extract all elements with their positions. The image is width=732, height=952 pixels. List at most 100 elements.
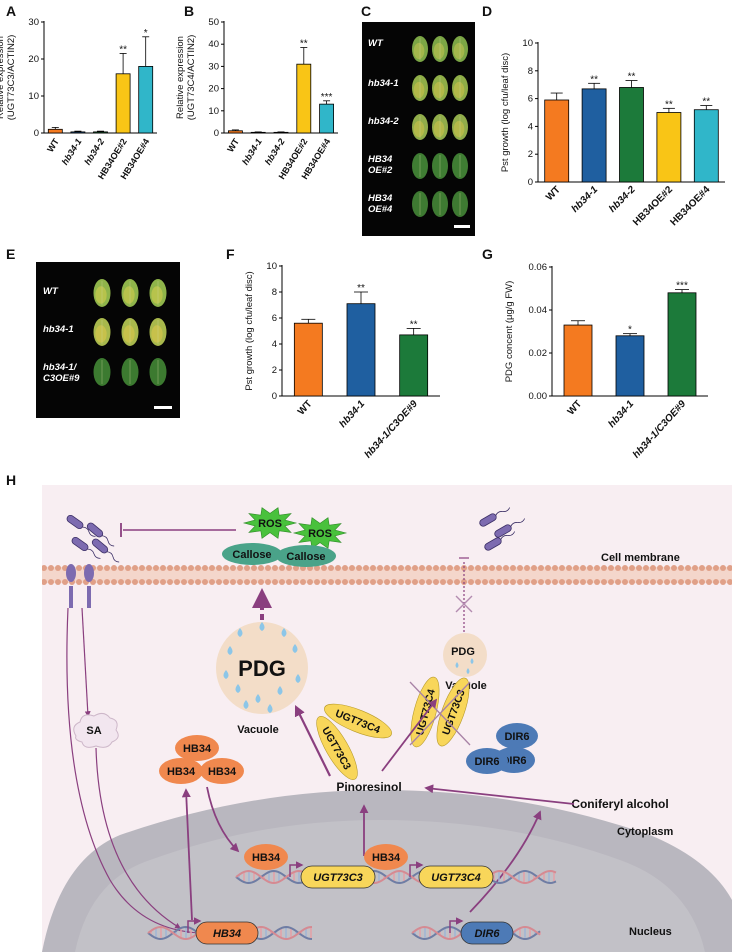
y-axis-label: Pst growth (log cfu/leaf disc): [244, 271, 255, 390]
lipid-head: [272, 579, 278, 585]
callose-node-1: [222, 543, 282, 565]
lipid-head: [139, 565, 145, 571]
receptor-stem: [87, 586, 91, 608]
lipid-head: [538, 565, 544, 571]
arrow-receptor-sa: [81, 607, 91, 718]
lipid-head: [237, 579, 243, 585]
bacterium-body: [494, 524, 512, 538]
lipid-head: [650, 565, 656, 571]
bacterium-flagellum: [510, 518, 526, 527]
ugt73c3-node-right-shape: [436, 677, 470, 747]
dir6-protein-left: [466, 748, 508, 774]
hb34-protein-top-label: HB34: [183, 743, 212, 755]
lipid-head: [55, 579, 61, 585]
y-tick-label: 30: [208, 61, 219, 72]
lipid-head: [503, 565, 509, 571]
leaf-lesion: [453, 81, 465, 99]
lipid-head: [111, 579, 117, 585]
arrow-sa-hb34-gene: [95, 747, 182, 929]
lipid-head: [580, 565, 586, 571]
y-tick-label: 4: [272, 339, 277, 350]
lipid-head: [433, 565, 439, 571]
lipid-head: [643, 579, 649, 585]
lipid-head: [279, 579, 285, 585]
lipid-head: [524, 565, 530, 571]
bacterium-icon: [91, 538, 120, 563]
lipid-head: [517, 565, 523, 571]
lipid-head: [517, 579, 523, 585]
significance-label: **: [628, 72, 636, 83]
lipid-head: [475, 565, 481, 571]
droplet: [295, 674, 301, 683]
lipid-head: [398, 579, 404, 585]
y-tick-label: 20: [208, 84, 219, 95]
bacterium-flagellum: [87, 548, 101, 559]
bacterium-icon: [479, 507, 511, 527]
lipid-head: [132, 565, 138, 571]
lipid-head: [573, 579, 579, 585]
lipid-head: [552, 565, 558, 571]
significance-label: ***: [321, 92, 333, 103]
y-tick-label: 4: [528, 121, 533, 132]
lipid-head: [76, 579, 82, 585]
promoter-arrow-ugt73c3: [289, 861, 304, 877]
lipid-head: [104, 565, 110, 571]
bar: [563, 324, 593, 397]
droplet: [292, 644, 298, 653]
y-tick-label: 40: [208, 39, 219, 50]
lipid-head: [643, 565, 649, 571]
lipid-head: [475, 579, 481, 585]
lipid-head: [489, 579, 495, 585]
leaf-lesion: [453, 120, 465, 138]
panel-letter-e: E: [6, 246, 16, 262]
lipid-head: [552, 579, 558, 585]
lipid-head: [447, 565, 453, 571]
lipid-head: [335, 579, 341, 585]
lipid-head: [300, 579, 306, 585]
lipid-head: [188, 579, 194, 585]
droplet: [281, 628, 287, 637]
ugt73c3-node-left-shape: [316, 716, 358, 780]
lipid-head: [370, 565, 376, 571]
lipid-head: [244, 579, 250, 585]
y-tick-label: 0: [34, 128, 39, 139]
droplet: [223, 670, 229, 679]
lipid-head: [594, 579, 600, 585]
panel-letter-h: H: [6, 472, 17, 488]
y-axis-label: Relative expression: [175, 36, 186, 119]
arrow-hb34-protein-gene: [206, 786, 240, 853]
callose-label-1: Callose: [232, 549, 271, 561]
lipid-head: [104, 579, 110, 585]
lipid-head: [678, 565, 684, 571]
significance-label: **: [119, 44, 127, 55]
leaf-lesion: [413, 120, 425, 138]
lipid-head: [328, 579, 334, 585]
lipid-head: [573, 565, 579, 571]
lipid-head: [76, 565, 82, 571]
y-tick-label: 0.00: [529, 391, 548, 402]
lipid-head: [342, 565, 348, 571]
lipid-head: [258, 579, 264, 585]
lipid-head: [426, 579, 432, 585]
bacterium-flagellum: [106, 551, 120, 563]
lipid-head: [258, 565, 264, 571]
droplet: [277, 686, 283, 695]
lipid-head: [692, 565, 698, 571]
bar: [293, 322, 323, 397]
lipid-head: [412, 579, 418, 585]
significance-label: **: [665, 99, 673, 110]
lipid-head: [440, 565, 446, 571]
lipid-head: [629, 579, 635, 585]
y-tick-label: 20: [28, 54, 39, 65]
leaf-illustrations-c: [412, 36, 470, 228]
lipid-head: [601, 579, 607, 585]
panel-letter-c: C: [361, 3, 372, 19]
lipid-head: [657, 565, 663, 571]
y-tick-label: 8: [272, 287, 277, 298]
bacterium-icon: [71, 536, 101, 559]
lipid-head: [160, 565, 166, 571]
lipid-head: [167, 579, 173, 585]
